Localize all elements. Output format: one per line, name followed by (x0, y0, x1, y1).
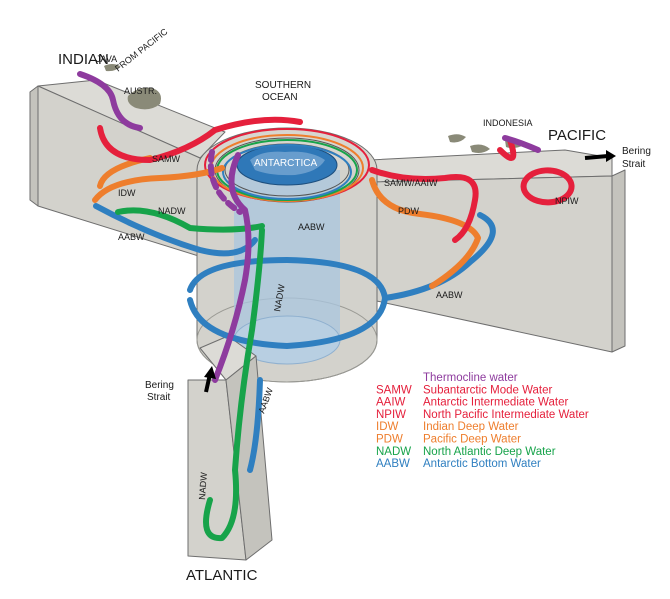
nadw-flow (115, 207, 265, 542)
legend-abbr-nadw: NADW (376, 446, 411, 458)
legend-name-aaiw: Antarctic Intermediate Water (423, 397, 568, 409)
nadw-southern-label: NADW (272, 283, 287, 312)
legend-abbr-npiw: NPIW (376, 409, 406, 421)
southern-ocean-label-1: SOUTHERN (255, 80, 311, 91)
indonesia-land-2 (470, 144, 490, 153)
aabw-indian-label: AABW (118, 232, 145, 242)
aabw-pacific-label: AABW (436, 290, 463, 300)
aabw-southern-label: AABW (298, 222, 325, 232)
samw-aaiw-pacific-label: SAMW/AAIW (384, 178, 438, 188)
java-label: JAVA (96, 54, 117, 64)
bering-atlantic-label-1: Bering (145, 380, 174, 391)
java-land (104, 64, 120, 72)
legend-abbr-pdw: PDW (376, 434, 403, 446)
continents (104, 64, 524, 186)
samw-indian-label: SAMW (152, 154, 181, 164)
thermocline-flow (77, 71, 541, 383)
thermocline-dashed (207, 149, 243, 215)
pacific-label: PACIFIC (548, 127, 606, 144)
npiw-label: NPIW (555, 196, 579, 206)
legend-abbr-aaiw: AAIW (376, 397, 406, 409)
bering-pacific-label-2: Strait (622, 159, 646, 170)
indian-basin-end (29, 85, 39, 207)
australia-land (127, 87, 161, 110)
flow-labels: SAMW IDW NADW AABW SAMW/AAIW PDW NPIW AA… (118, 154, 579, 500)
legend-abbr-idw: IDW (376, 421, 399, 433)
legend-name-pdw: Pacific Deep Water (423, 434, 521, 446)
pacific-basin-end (611, 169, 626, 353)
southern-ocean-label-2: OCEAN (262, 92, 298, 103)
legend-name-samw: Subantarctic Mode Water (423, 384, 552, 396)
bering-atlantic-label-2: Strait (147, 392, 171, 403)
antarctic-water-column (234, 170, 340, 364)
austr-label: AUSTR. (124, 86, 157, 96)
circumpolar-flows (204, 128, 370, 202)
nadw-indian-label: NADW (158, 206, 186, 216)
bering-arrows (204, 150, 616, 393)
legend-name-idw: Indian Deep Water (423, 421, 519, 433)
idw-label: IDW (118, 188, 136, 198)
legend-abbr-aabw: AABW (376, 458, 410, 470)
atlantic-label: ATLANTIC (186, 567, 258, 584)
legend-name-thermocline: Thermocline water (423, 372, 518, 384)
antarctica-land (250, 151, 325, 176)
legend-name-npiw: North Pacific Intermediate Water (423, 409, 589, 421)
basins (29, 79, 626, 561)
aabw-flow (93, 203, 496, 473)
indonesia-land-1 (448, 134, 466, 143)
legend-abbr-samw: SAMW (376, 384, 412, 396)
flow-paths (77, 71, 575, 542)
pdw-label: PDW (398, 206, 420, 216)
legend-name-aabw: Antarctic Bottom Water (423, 458, 541, 470)
bering-pacific-arrow-icon (606, 150, 616, 162)
antarctica-label: ANTARCTICA (254, 158, 317, 169)
nadw-atlantic-label: NADW (197, 472, 209, 501)
samw-aaiw-flow (97, 116, 575, 243)
indonesia-label: INDONESIA (483, 118, 533, 128)
legend-name-nadw: North Atlantic Deep Water (423, 446, 556, 458)
bering-pacific-label-1: Bering (622, 146, 651, 157)
from-pacific-label: FROM PACIFIC (113, 26, 170, 73)
indian-label: INDIAN (58, 51, 109, 68)
bering-atlantic-arrow-icon (204, 366, 216, 379)
